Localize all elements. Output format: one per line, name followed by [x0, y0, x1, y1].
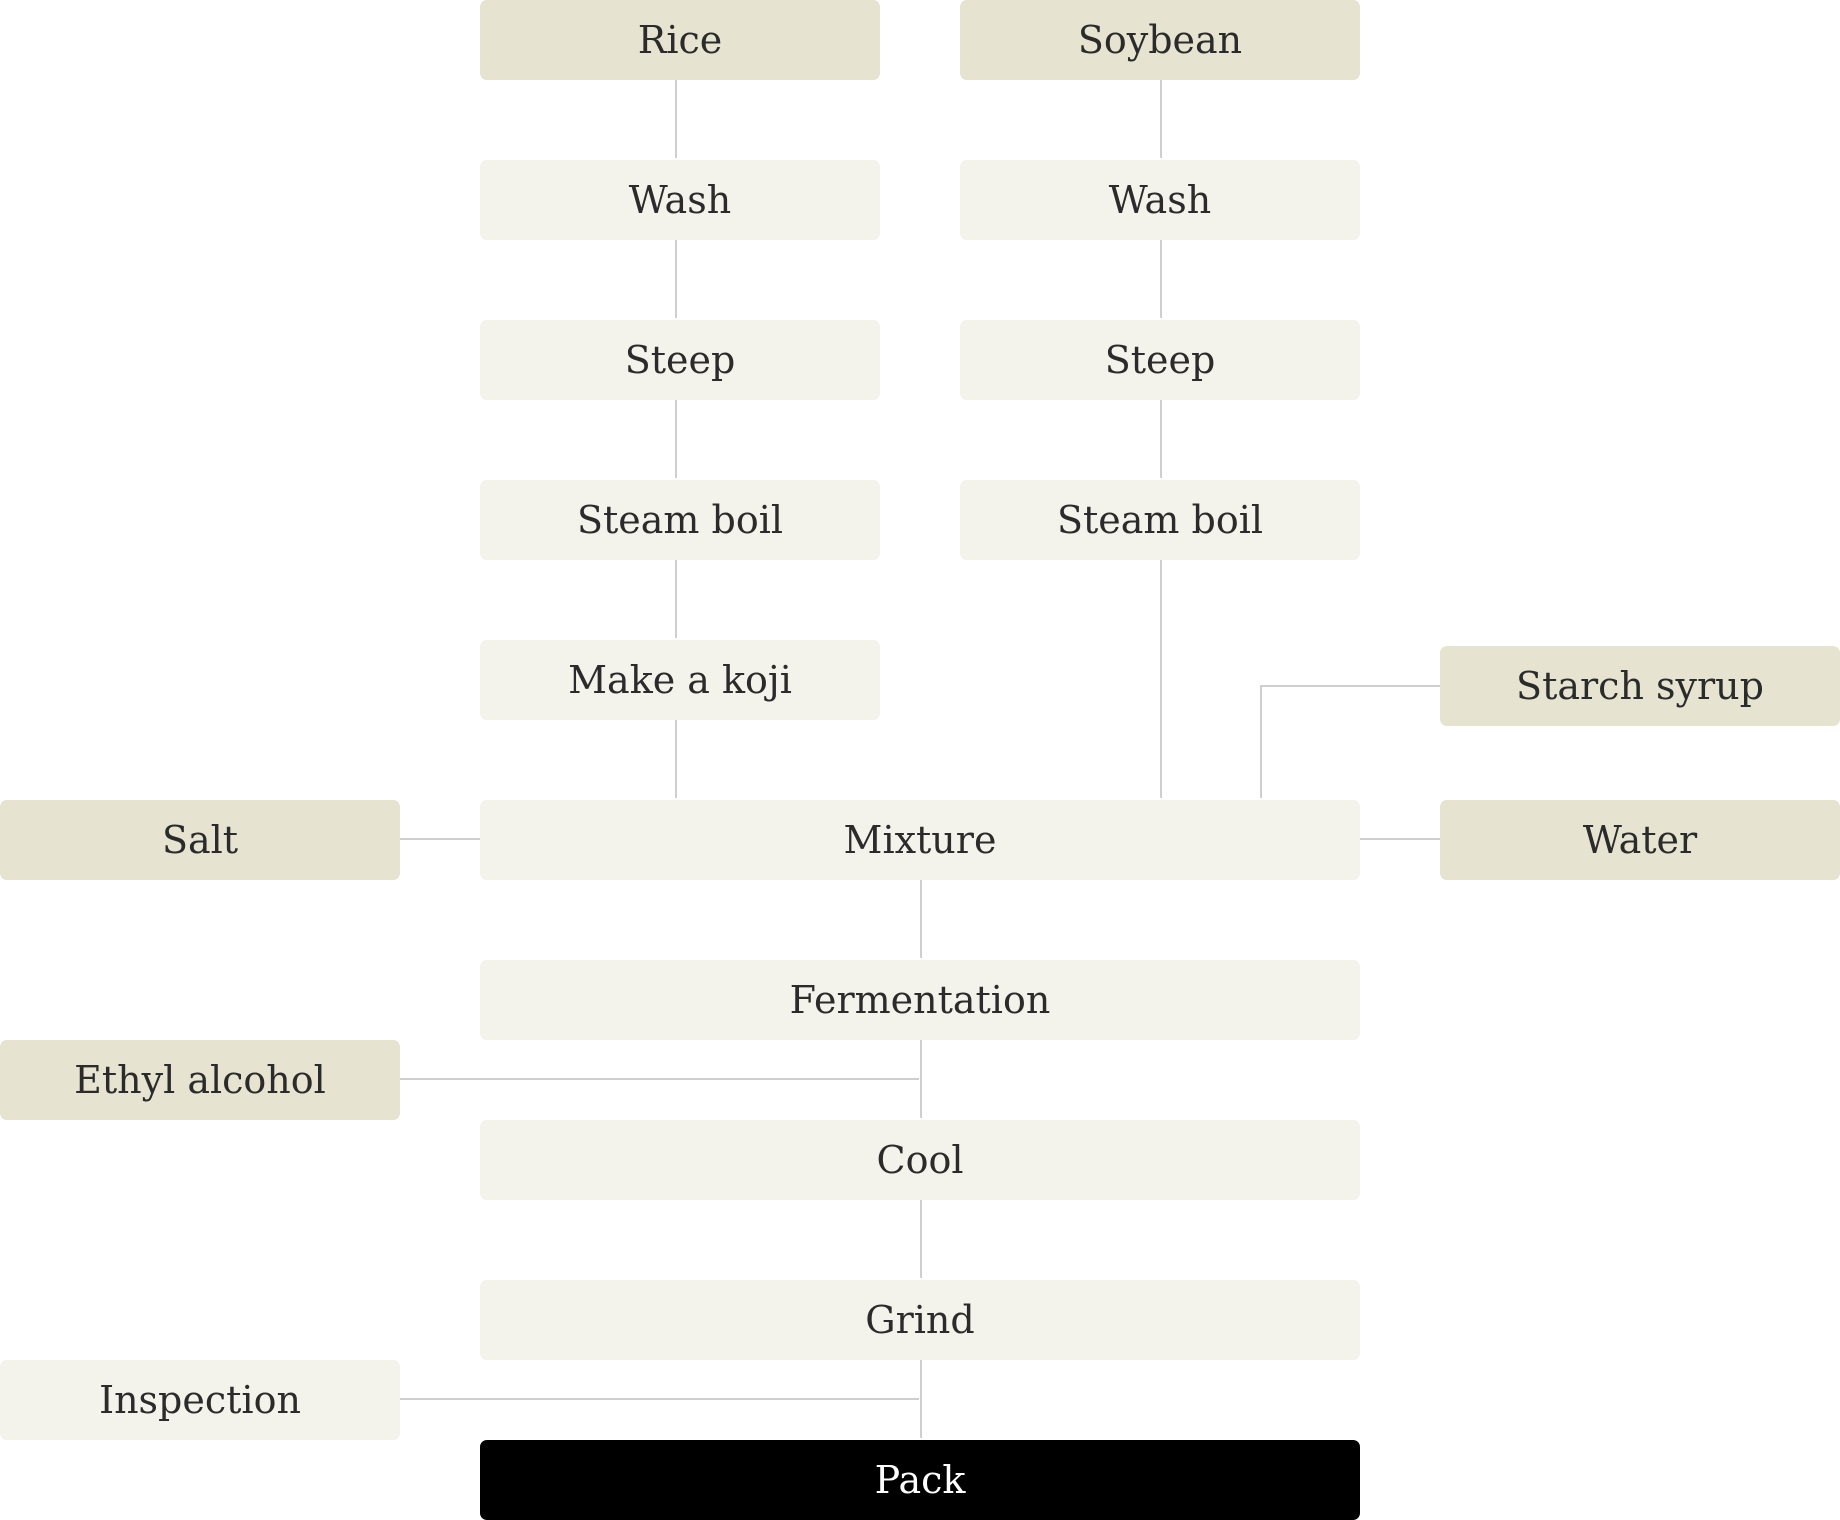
node-inspection-label: Inspection	[99, 1378, 301, 1422]
node-salt-label: Salt	[161, 818, 239, 862]
node-cool-label: Cool	[876, 1138, 964, 1182]
node-inspection: Inspection	[0, 1360, 400, 1440]
node-rice-steep-label: Steep	[624, 338, 736, 382]
node-cool: Cool	[480, 1120, 1360, 1200]
node-fermentation: Fermentation	[480, 960, 1360, 1040]
node-rice-steam-boil-label: Steam boil	[576, 498, 784, 542]
node-ethyl-alcohol-label: Ethyl alcohol	[74, 1058, 326, 1102]
node-pack: Pack	[480, 1440, 1360, 1520]
node-grind-label: Grind	[865, 1298, 975, 1342]
node-soy-wash: Wash	[960, 160, 1360, 240]
node-soybean-label: Soybean	[1077, 18, 1243, 62]
node-starch-syrup: Starch syrup	[1440, 646, 1840, 726]
node-mixture-label: Mixture	[843, 818, 997, 862]
node-soy-steep-label: Steep	[1104, 338, 1216, 382]
node-soy-steam-boil: Steam boil	[960, 480, 1360, 560]
node-water: Water	[1440, 800, 1840, 880]
node-water-label: Water	[1582, 818, 1698, 862]
node-grind: Grind	[480, 1280, 1360, 1360]
node-fermentation-label: Fermentation	[789, 978, 1051, 1022]
node-soybean: Soybean	[960, 0, 1360, 80]
node-pack-label: Pack	[874, 1458, 966, 1502]
node-soy-steam-boil-label: Steam boil	[1056, 498, 1264, 542]
node-make-koji: Make a koji	[480, 640, 880, 720]
node-soy-steep: Steep	[960, 320, 1360, 400]
node-rice-steep: Steep	[480, 320, 880, 400]
node-rice-steam-boil: Steam boil	[480, 480, 880, 560]
node-rice-wash-label: Wash	[628, 178, 732, 222]
node-soy-wash-label: Wash	[1108, 178, 1212, 222]
node-salt: Salt	[0, 800, 400, 880]
node-make-koji-label: Make a koji	[568, 658, 792, 702]
node-ethyl-alcohol: Ethyl alcohol	[0, 1040, 400, 1120]
node-mixture: Mixture	[480, 800, 1360, 880]
edge-starch-to-mixture	[1260, 685, 1440, 798]
node-rice-wash: Wash	[480, 160, 880, 240]
node-rice: Rice	[480, 0, 880, 80]
node-rice-label: Rice	[637, 18, 723, 62]
node-starch-syrup-label: Starch syrup	[1516, 664, 1764, 708]
